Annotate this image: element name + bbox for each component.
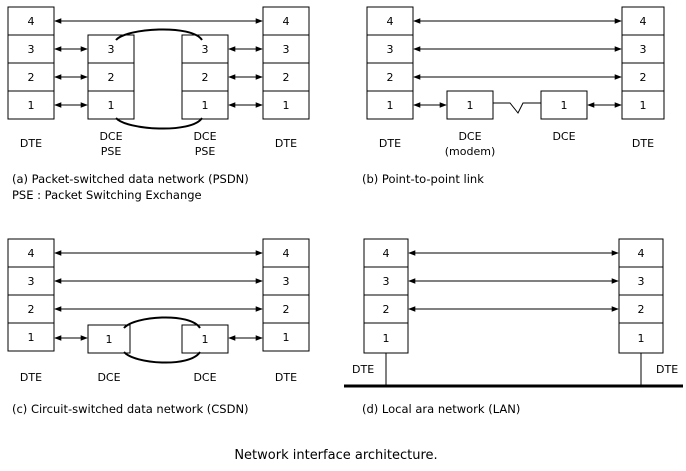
- dce-label: DCE: [458, 130, 481, 143]
- layer-label: 4: [28, 15, 35, 28]
- layer-label: 3: [283, 43, 290, 56]
- layer-label: 2: [283, 71, 290, 84]
- layer-label: 4: [638, 247, 645, 260]
- panel-a-note: PSE : Packet Switching Exchange: [12, 188, 202, 202]
- panel-b-dce-modem-left: 1: [446, 90, 494, 120]
- layer-label: 3: [638, 275, 645, 288]
- layer-label: 1: [467, 99, 474, 112]
- dte-label: DTE: [379, 137, 401, 150]
- panel-c-dce-right: 1: [181, 324, 229, 354]
- layer-label: 2: [283, 303, 290, 316]
- dte-label: DTE: [632, 137, 654, 150]
- layer-label: 1: [28, 331, 35, 344]
- layer-label: 4: [383, 247, 390, 260]
- panel-a-arrows: [54, 18, 263, 108]
- panel-c-csdn: 4 3 2 1 4 3 2 1 1 1: [7, 238, 310, 416]
- panel-d-caption: (d) Local ara network (LAN): [362, 402, 520, 416]
- layer-label: 4: [640, 15, 647, 28]
- panel-c-circuit-link: [123, 316, 201, 364]
- panel-d-arrows: [408, 250, 619, 312]
- panel-b-arrows: [413, 18, 622, 108]
- layer-label: 1: [108, 99, 115, 112]
- layer-label: 3: [283, 275, 290, 288]
- pse-label: PSE: [195, 145, 216, 158]
- panel-b-caption: (b) Point-to-point link: [362, 172, 484, 186]
- panel-a-caption: (a) Packet-switched data network (PSDN): [12, 172, 249, 186]
- panel-a-psdn: 4 3 2 1 3 2 1 3 2 1 4: [7, 6, 310, 202]
- panel-b-modem-link: [493, 102, 541, 114]
- panel-b-left-dte-stack: 4 3 2 1: [366, 6, 414, 120]
- panel-a-right-dte-stack: 4 3 2 1: [262, 6, 310, 120]
- dte-label: DTE: [656, 363, 678, 376]
- figure-title: Network interface architecture.: [234, 448, 437, 463]
- layer-label: 1: [383, 332, 390, 345]
- panel-c-left-dte-stack: 4 3 2 1: [7, 238, 55, 352]
- layer-label: 1: [640, 99, 647, 112]
- layer-label: 3: [108, 43, 115, 56]
- layer-label: 3: [28, 275, 35, 288]
- layer-label: 1: [283, 331, 290, 344]
- panel-c-right-dte-stack: 4 3 2 1: [262, 238, 310, 352]
- layer-label: 2: [202, 71, 209, 84]
- panel-d-left-dte-stack: 4 3 2 1: [363, 238, 409, 354]
- layer-label: 2: [108, 71, 115, 84]
- layer-label: 1: [28, 99, 35, 112]
- layer-label: 2: [640, 71, 647, 84]
- layer-label: 1: [638, 332, 645, 345]
- layer-label: 2: [383, 303, 390, 316]
- layer-label: 1: [387, 99, 394, 112]
- panel-a-right-pse-stack: 3 2 1: [181, 34, 229, 120]
- layer-label: 3: [640, 43, 647, 56]
- panel-c-dce-left: 1: [87, 324, 131, 354]
- panel-b-right-dte-stack: 4 3 2 1: [621, 6, 665, 120]
- layer-label: 4: [283, 15, 290, 28]
- dte-label: DTE: [20, 137, 42, 150]
- layer-label: 2: [28, 303, 35, 316]
- layer-label: 1: [106, 333, 113, 346]
- panel-a-left-pse-stack: 3 2 1: [87, 34, 135, 120]
- layer-label: 4: [28, 247, 35, 260]
- panel-c-arrows: [54, 250, 263, 341]
- dte-label: DTE: [352, 363, 374, 376]
- layer-label: 3: [383, 275, 390, 288]
- panel-d-lan-bus: [344, 353, 683, 388]
- layer-label: 2: [28, 71, 35, 84]
- dte-label: DTE: [20, 371, 42, 384]
- dce-label: DCE: [97, 371, 120, 384]
- panel-a-left-dte-stack: 4 3 2 1: [7, 6, 55, 120]
- panel-d-lan: 4 3 2 1 4 3 2 1 DTE DTE (d) Local ara ne…: [344, 238, 683, 416]
- layer-label: 1: [202, 333, 209, 346]
- dte-label: DTE: [275, 137, 297, 150]
- modem-label: (modem): [445, 145, 496, 158]
- layer-label: 3: [28, 43, 35, 56]
- layer-label: 4: [283, 247, 290, 260]
- panel-b-dce-right: 1: [540, 90, 588, 120]
- dce-label: DCE: [99, 130, 122, 143]
- panel-c-caption: (c) Circuit-switched data network (CSDN): [12, 402, 249, 416]
- panel-a-network-link: [115, 28, 203, 130]
- layer-label: 2: [387, 71, 394, 84]
- dce-label: DCE: [193, 130, 216, 143]
- layer-label: 1: [561, 99, 568, 112]
- dte-label: DTE: [275, 371, 297, 384]
- layer-label: 2: [638, 303, 645, 316]
- dce-label: DCE: [552, 130, 575, 143]
- layer-label: 4: [387, 15, 394, 28]
- layer-label: 1: [283, 99, 290, 112]
- layer-label: 1: [202, 99, 209, 112]
- layer-label: 3: [202, 43, 209, 56]
- layer-label: 3: [387, 43, 394, 56]
- dce-label: DCE: [193, 371, 216, 384]
- panel-d-right-dte-stack: 4 3 2 1: [618, 238, 664, 354]
- panel-b-point-to-point: 4 3 2 1 4 3 2 1 1 1: [362, 6, 665, 186]
- pse-label: PSE: [101, 145, 122, 158]
